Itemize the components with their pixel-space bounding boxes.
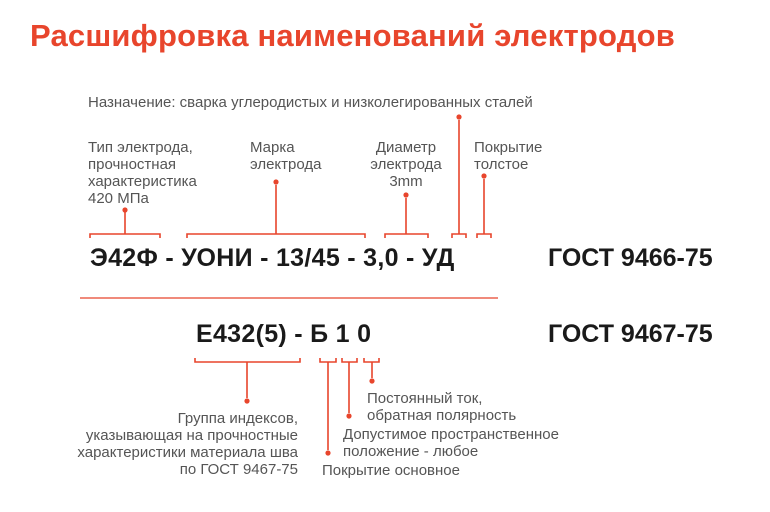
type-dot <box>122 207 128 213</box>
index-group-label: Группа индексов, указывающая на прочност… <box>77 410 298 478</box>
diameter-dot <box>403 192 409 198</box>
gost-9467: ГОСТ 9467-75 <box>548 320 713 348</box>
bottom-coating-label: Покрытие основное <box>322 462 460 479</box>
diameter-label: Диаметр электрода 3mm <box>370 139 442 190</box>
coating-label: Покрытие толстое <box>474 139 543 173</box>
current-bracket <box>363 358 380 363</box>
coating-bracket <box>476 233 492 238</box>
coating-dot <box>481 173 487 179</box>
gost-9466: ГОСТ 9466-75 <box>548 244 713 272</box>
type-bracket <box>89 233 161 238</box>
position-bracket <box>341 358 358 363</box>
index-group-dot <box>244 398 250 404</box>
current-dot <box>369 378 375 384</box>
purpose-dot <box>456 114 462 120</box>
position-dot <box>346 413 352 419</box>
bottom-coating-bracket <box>319 358 337 363</box>
current-label: Постоянный ток, обратная полярность <box>367 390 517 424</box>
weld-metal-code: Е432(5) - Б 1 0 <box>196 320 372 348</box>
brand-bracket <box>186 233 366 238</box>
electrode-code: Э42Ф - УОНИ - 13/45 - 3,0 - УД <box>90 244 455 272</box>
bottom-coating-dot <box>325 450 331 456</box>
brand-dot <box>273 179 279 185</box>
position-label: Допустимое пространственное положение - … <box>343 426 559 460</box>
brand-label: Марка электрода <box>250 139 322 173</box>
index-group-bracket <box>194 358 301 363</box>
type-label: Тип электрода, прочностная характеристик… <box>88 139 197 207</box>
purpose-label: Назначение: сварка углеродистых и низкол… <box>88 94 533 111</box>
page-title: Расшифровка наименований электродов <box>30 18 675 53</box>
diameter-bracket <box>384 233 429 238</box>
purpose-bracket <box>451 233 467 238</box>
